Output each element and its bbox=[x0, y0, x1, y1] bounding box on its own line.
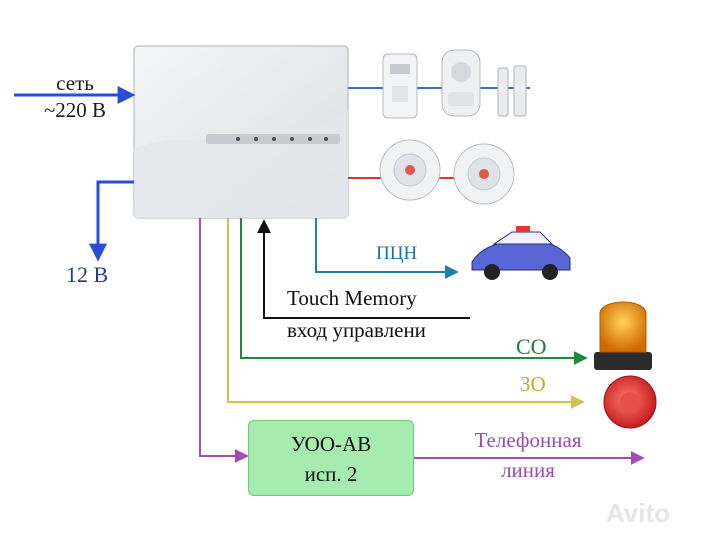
panel-to-uoo-line bbox=[199, 218, 249, 463]
output-12v-label: 12 В bbox=[66, 262, 109, 287]
siren-icon bbox=[603, 375, 657, 429]
co-label: СО bbox=[516, 334, 547, 359]
uoo-label-line2: исп. 2 bbox=[304, 462, 358, 486]
glass-break-detector-icon bbox=[441, 49, 481, 117]
touch-memory-line bbox=[257, 219, 470, 319]
strobe-light-icon bbox=[594, 301, 652, 370]
pcn-label: ПЦН bbox=[376, 243, 418, 264]
touch-memory-label: Touch Memory bbox=[287, 286, 417, 310]
phone-label-line1: Телефонная bbox=[474, 428, 582, 452]
police-car-icon bbox=[471, 226, 571, 280]
smoke-detector-icon bbox=[453, 143, 515, 205]
zo-label: ЗО bbox=[520, 372, 546, 396]
output-12v-arrow bbox=[89, 180, 134, 262]
zo-line bbox=[227, 218, 585, 409]
control-input-label: вход управлени bbox=[287, 318, 426, 342]
motion-detector-icon bbox=[382, 53, 418, 119]
power-label: сеть ~220 В bbox=[20, 70, 130, 124]
power-label-line1: сеть bbox=[56, 71, 94, 95]
magnetic-contact-icon bbox=[497, 65, 527, 117]
phone-line-label: Телефонная линия bbox=[450, 425, 606, 485]
control-panel-icon bbox=[133, 45, 349, 219]
smoke-detector-icon bbox=[379, 139, 441, 201]
uoo-ab-box: УОО-АВ исп. 2 bbox=[248, 420, 414, 496]
pcn-line bbox=[315, 218, 459, 279]
co-line bbox=[240, 218, 588, 365]
uoo-label-line1: УОО-АВ bbox=[290, 432, 372, 456]
phone-label-line2: линия bbox=[501, 458, 555, 482]
power-label-line2: ~220 В bbox=[43, 98, 107, 122]
watermark-logo: Avito bbox=[606, 498, 671, 528]
